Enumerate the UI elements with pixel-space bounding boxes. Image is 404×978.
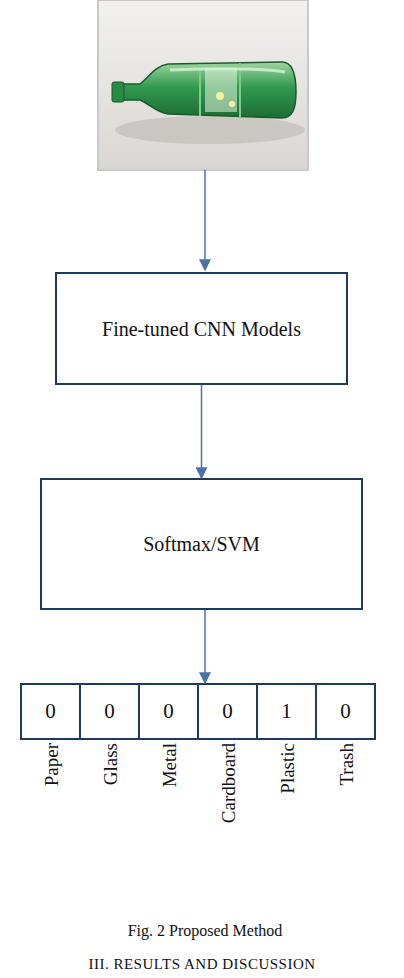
class-label: Glass	[100, 743, 119, 785]
process-box: Fine-tuned CNN Models	[55, 272, 348, 385]
class-label: Cardboard	[218, 743, 237, 823]
output-value: 0	[163, 699, 174, 724]
output-value: 0	[104, 699, 115, 724]
process-box: Softmax/SVM	[40, 478, 363, 610]
figure-caption: Fig. 2 Proposed Method	[0, 922, 404, 940]
output-value: 0	[340, 699, 351, 724]
output-cell: 0Trash	[315, 683, 376, 740]
output-cell: 0Cardboard	[197, 683, 258, 740]
box-label: Softmax/SVM	[135, 532, 268, 556]
class-label: Metal	[159, 743, 178, 787]
flow-arrow	[201, 385, 203, 478]
output-cell: 0Glass	[79, 683, 140, 740]
output-cell: 0Metal	[138, 683, 199, 740]
output-value: 1	[281, 699, 292, 724]
class-label: Trash	[336, 743, 355, 786]
output-value: 0	[45, 699, 56, 724]
output-cell: 1Plastic	[256, 683, 317, 740]
box-label: Fine-tuned CNN Models	[94, 317, 309, 341]
flow-arrow	[204, 610, 206, 683]
class-label: Paper	[41, 743, 60, 786]
output-cell: 0Paper	[20, 683, 81, 740]
class-label: Plastic	[277, 743, 296, 794]
section-heading: III. RESULTS AND DISCUSSION	[0, 956, 404, 973]
output-value: 0	[222, 699, 233, 724]
